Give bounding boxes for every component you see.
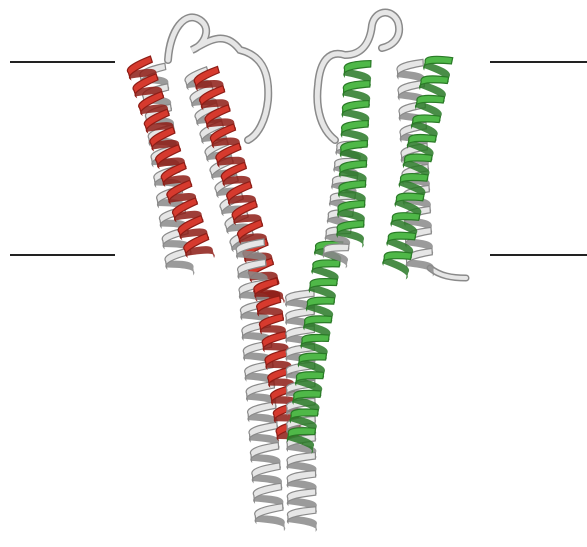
helix-group	[127, 56, 452, 530]
helix-white-right-outer-turn-back	[407, 260, 434, 275]
membrane-boundary-lines	[10, 62, 587, 255]
helix-white-stem-right-turn-back	[288, 516, 317, 530]
helix-white-left-outer-turn-back	[166, 261, 194, 274]
helix-white-stem-left-turn-back	[255, 516, 284, 530]
helix-green-right-outer-turn-back	[383, 258, 408, 279]
